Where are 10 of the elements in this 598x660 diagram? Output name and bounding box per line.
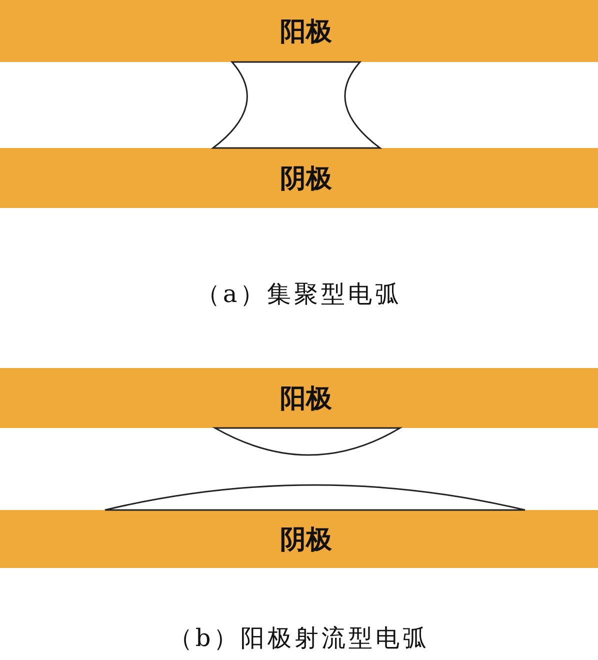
electrode-label: 阴极	[280, 524, 332, 556]
cathode-bar	[0, 510, 598, 568]
figure-caption: （a）集聚型电弧	[194, 279, 404, 310]
anode-bar	[0, 0, 598, 62]
cathode-bar	[0, 148, 598, 208]
figure-caption: （b）阳极射流型电弧	[167, 623, 431, 654]
electrode-label: 阴极	[280, 162, 332, 196]
electrode-label: 阳极	[280, 382, 332, 416]
anode-bar	[0, 368, 598, 428]
electrode-label: 阳极	[280, 16, 332, 48]
